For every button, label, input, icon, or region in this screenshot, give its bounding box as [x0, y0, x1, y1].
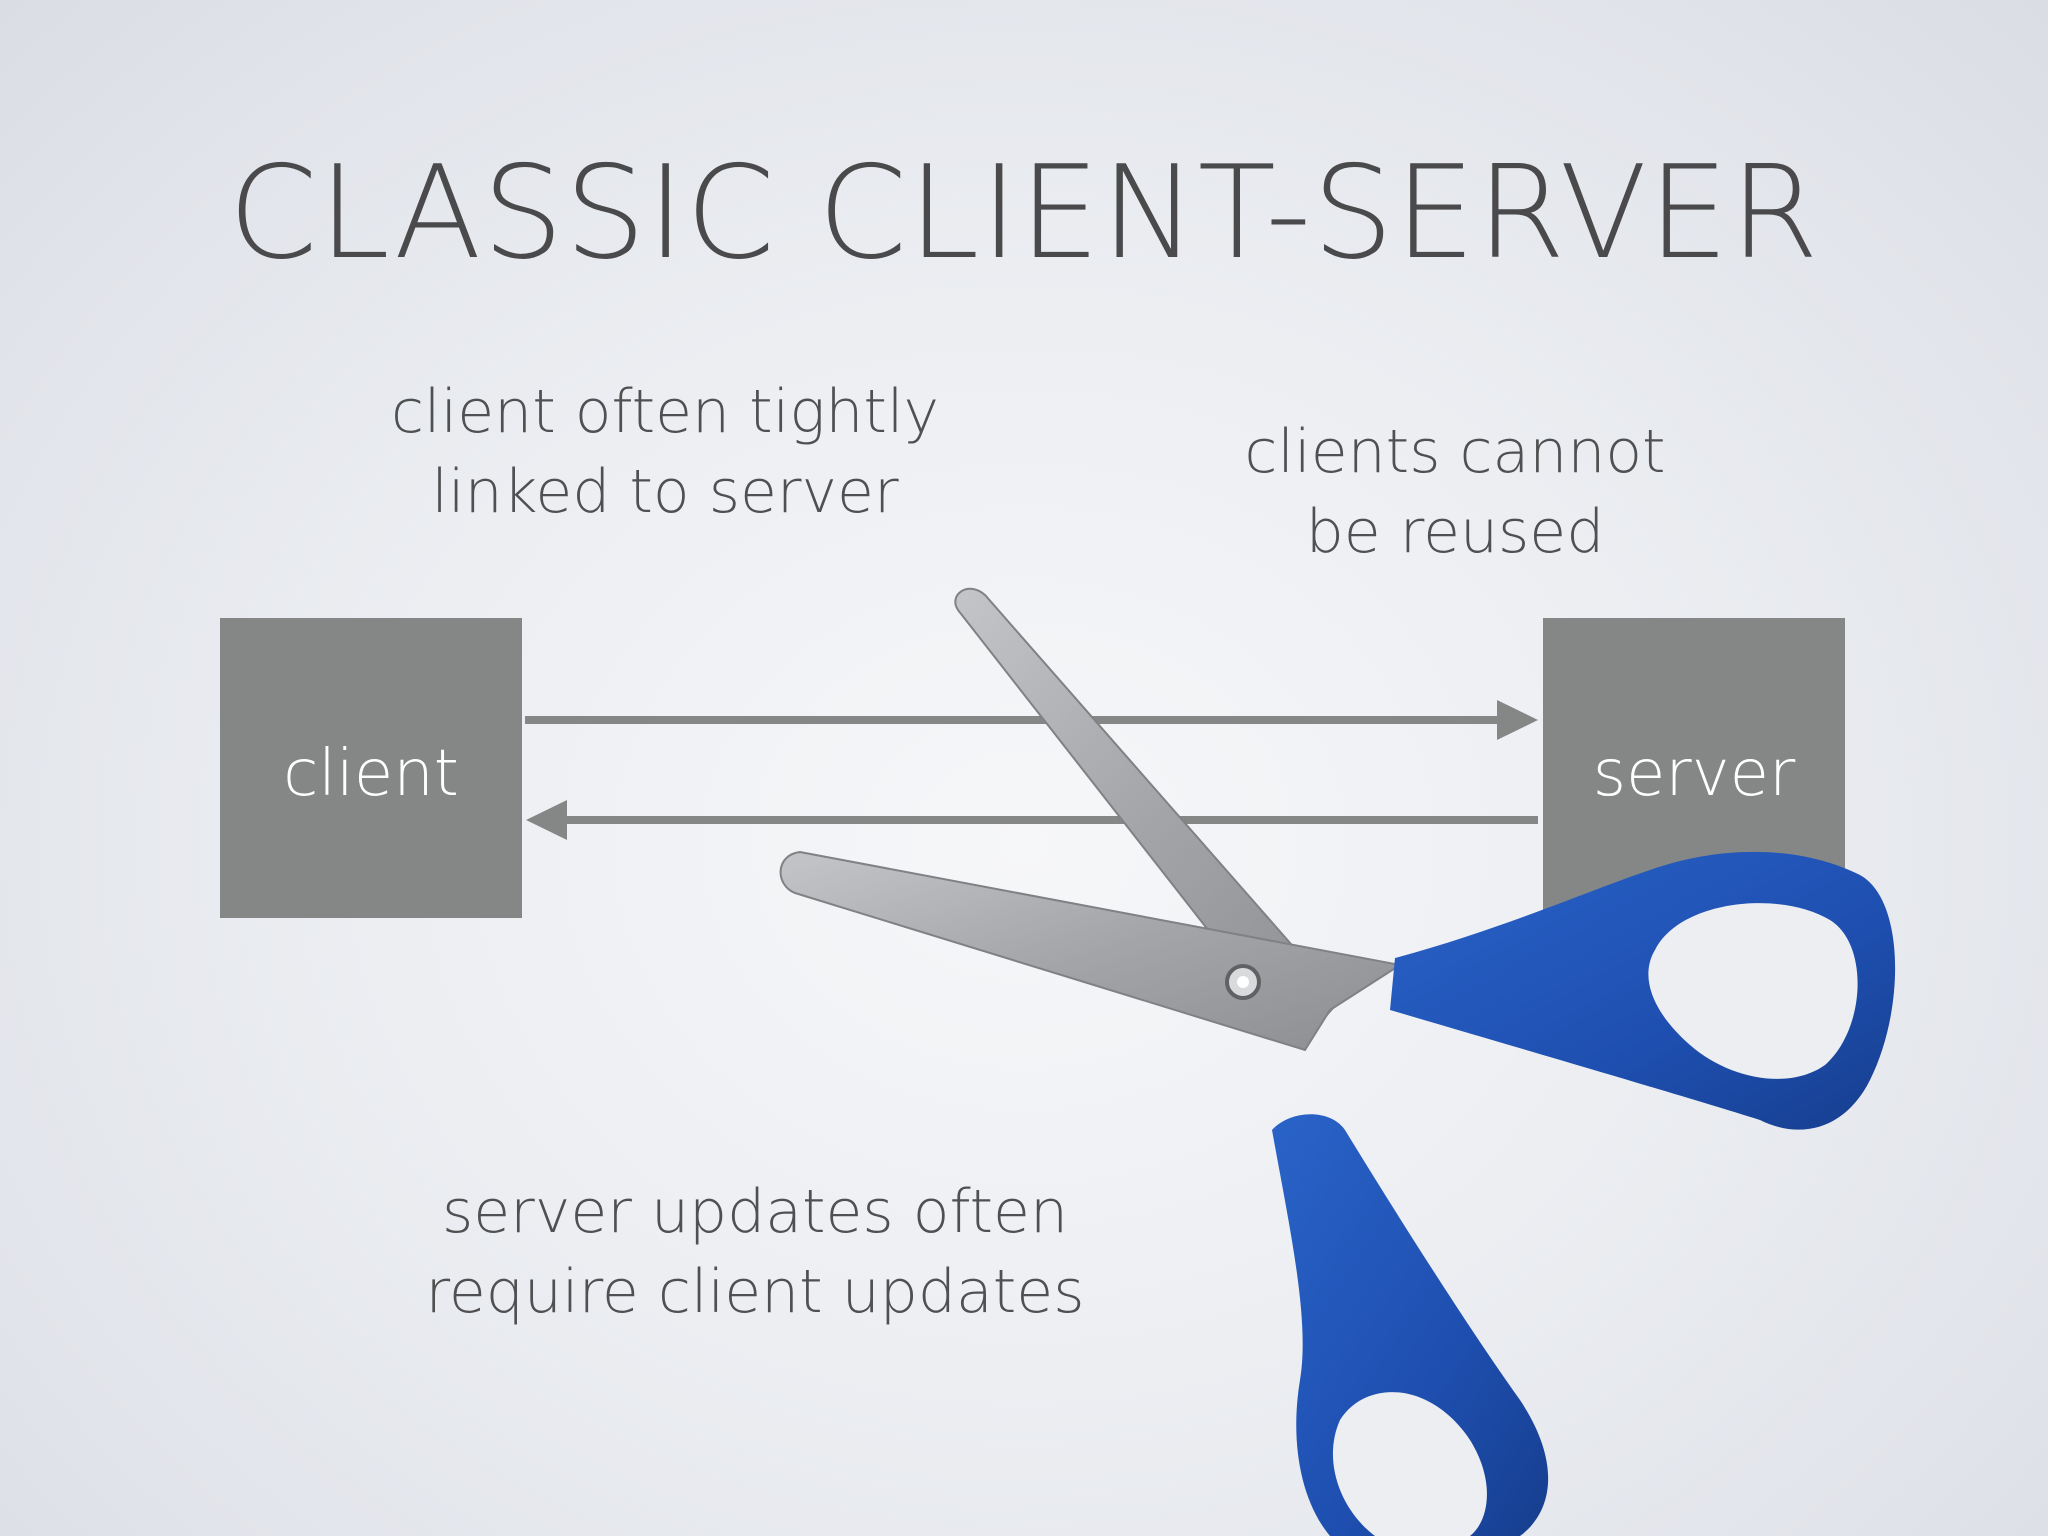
upper-handle-hole [1648, 903, 1858, 1079]
note-cannot-reuse-line-2: be reused [1305, 497, 1605, 567]
note-server-updates: server updates often require client upda… [420, 1172, 1090, 1332]
lower-blade [779, 850, 1403, 1052]
client-box-label: client [283, 737, 459, 811]
arrow-client-to-server [525, 700, 1538, 740]
note-server-updates-line-1: server updates often [442, 1177, 1068, 1247]
server-box-label: server [1592, 737, 1796, 811]
note-cannot-reuse: clients cannot be reused [1200, 412, 1710, 572]
pivot-screw-center [1237, 976, 1249, 988]
note-cannot-reuse-line-1: clients cannot [1244, 417, 1666, 487]
note-tightly-linked-line-2: linked to server [431, 457, 899, 527]
client-box: client [220, 618, 522, 918]
note-tightly-linked-line-1: client often tightly [390, 377, 940, 447]
note-tightly-linked: client often tightly linked to server [370, 372, 960, 532]
arrow-server-to-client [526, 800, 1538, 840]
slide-title: CLASSIC CLIENT-SERVER [228, 139, 1820, 288]
note-server-updates-line-2: require client updates [425, 1257, 1085, 1327]
lower-handle-hole [1332, 1392, 1487, 1536]
